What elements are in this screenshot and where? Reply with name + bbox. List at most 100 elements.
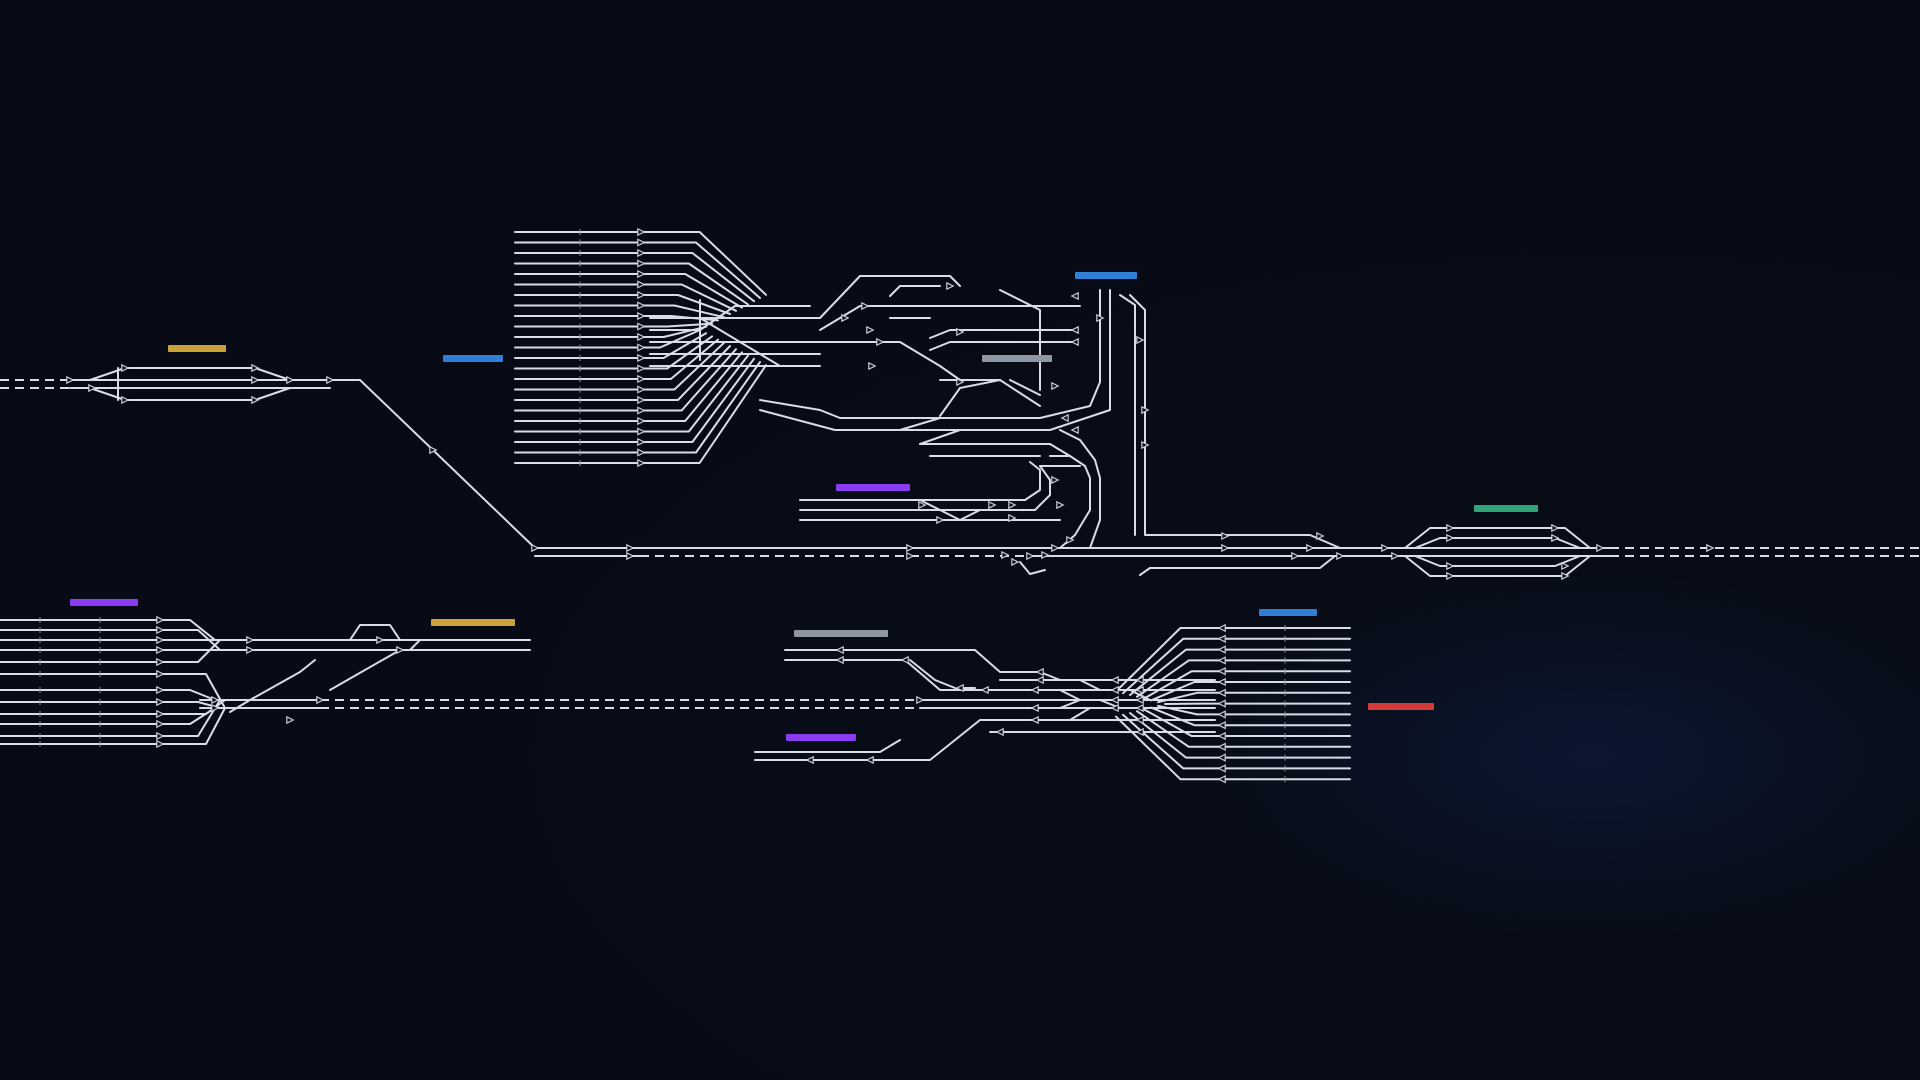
signal-icon[interactable]: [1041, 550, 1050, 560]
track-segment[interactable]: [639, 294, 731, 315]
southwest-links[interactable]: [199, 624, 920, 713]
signal-icon[interactable]: [66, 375, 75, 385]
signal-icon[interactable]: [637, 448, 646, 457]
signal-icon[interactable]: [1135, 727, 1144, 737]
signal-icon[interactable]: [876, 337, 885, 347]
track-segment[interactable]: [159, 639, 221, 663]
signal-icon[interactable]: [1066, 535, 1075, 545]
signal-icon[interactable]: [956, 327, 965, 337]
signal-icon[interactable]: [835, 645, 844, 655]
signal-icon[interactable]: [1306, 543, 1315, 553]
signal-icon[interactable]: [637, 301, 646, 310]
north-junction[interactable]: [649, 275, 1341, 549]
signal-icon[interactable]: [286, 375, 295, 385]
signal-icon[interactable]: [995, 727, 1004, 737]
signal-icon[interactable]: [835, 655, 844, 665]
signal-icon[interactable]: [1026, 551, 1035, 561]
signal-icon[interactable]: [637, 416, 646, 426]
signal-icon[interactable]: [956, 377, 965, 387]
signal-icon[interactable]: [1316, 531, 1325, 541]
signal-icon[interactable]: [211, 695, 220, 705]
signal-icon[interactable]: [1135, 703, 1144, 713]
signal-icon[interactable]: [865, 755, 874, 765]
track-segment[interactable]: [159, 707, 226, 745]
signal-icon[interactable]: [1217, 645, 1226, 654]
signal-icon[interactable]: [637, 406, 646, 415]
track-segment[interactable]: [639, 345, 731, 401]
signal-icon[interactable]: [1135, 715, 1144, 725]
zone-label-gold-west[interactable]: [168, 345, 226, 352]
signal-icon[interactable]: [637, 353, 646, 363]
signal-icon[interactable]: [980, 685, 989, 695]
signal-icon[interactable]: [1035, 675, 1044, 685]
signal-icon[interactable]: [637, 238, 646, 247]
signal-icon[interactable]: [1551, 533, 1560, 543]
signal-icon[interactable]: [1051, 543, 1060, 553]
signal-icon[interactable]: [1070, 425, 1079, 435]
signal-icon[interactable]: [955, 683, 964, 693]
track-segment[interactable]: [159, 707, 216, 725]
signal-icon[interactable]: [1110, 703, 1119, 713]
track-segment[interactable]: [639, 252, 755, 303]
signal-icon[interactable]: [1561, 571, 1570, 581]
track-segment[interactable]: [639, 273, 743, 309]
signal-icon[interactable]: [156, 739, 165, 749]
signal-icon[interactable]: [251, 363, 260, 373]
track-segment[interactable]: [639, 357, 755, 443]
signal-icon[interactable]: [637, 427, 646, 436]
signal-icon[interactable]: [1030, 685, 1039, 695]
track-segment[interactable]: [639, 231, 767, 296]
signal-icon[interactable]: [637, 311, 646, 321]
track-segment[interactable]: [639, 348, 737, 412]
track-segment[interactable]: [639, 329, 701, 349]
signal-icon[interactable]: [1011, 557, 1020, 567]
signal-icon[interactable]: [866, 325, 875, 335]
signal-icon[interactable]: [1291, 551, 1300, 561]
signal-icon[interactable]: [1008, 513, 1017, 523]
signal-icon[interactable]: [156, 731, 165, 741]
signal-icon[interactable]: [861, 301, 870, 311]
signal-icon[interactable]: [1096, 313, 1105, 323]
signal-icon[interactable]: [1135, 685, 1144, 695]
signal-icon[interactable]: [637, 458, 646, 468]
signal-icon[interactable]: [906, 543, 915, 553]
signal-icon[interactable]: [1070, 291, 1079, 301]
signal-icon[interactable]: [121, 363, 130, 373]
signal-icon[interactable]: [326, 375, 335, 385]
zone-label-blue-main[interactable]: [443, 355, 503, 362]
track-segment[interactable]: [639, 322, 713, 328]
signal-icon[interactable]: [936, 515, 945, 525]
signal-icon[interactable]: [1217, 656, 1226, 665]
signal-icon[interactable]: [626, 543, 635, 553]
signal-icon[interactable]: [246, 645, 255, 655]
track-segment[interactable]: [639, 241, 761, 299]
signal-icon[interactable]: [531, 543, 540, 553]
track-segment[interactable]: [639, 364, 767, 464]
signal-icon[interactable]: [1221, 543, 1230, 553]
signal-icon[interactable]: [1596, 543, 1605, 553]
track-segment[interactable]: [1136, 659, 1223, 698]
zone-label-blue-north[interactable]: [1075, 272, 1137, 279]
signal-icon[interactable]: [211, 703, 220, 713]
signal-icon[interactable]: [1217, 753, 1226, 762]
signal-icon[interactable]: [1446, 561, 1455, 571]
signal-icon[interactable]: [1217, 775, 1226, 784]
track-segment[interactable]: [1150, 681, 1223, 702]
signal-icon[interactable]: [1030, 703, 1039, 713]
south-terminus-fan[interactable]: [1115, 625, 1351, 783]
signal-icon[interactable]: [1217, 731, 1226, 741]
signal-icon[interactable]: [900, 655, 909, 665]
signal-icon[interactable]: [1381, 543, 1390, 553]
main-corridor[interactable]: [534, 527, 1920, 577]
south-junction[interactable]: [754, 649, 1216, 761]
signal-icon[interactable]: [1706, 543, 1715, 553]
signal-icon[interactable]: [1217, 677, 1226, 687]
signal-icon[interactable]: [637, 227, 646, 237]
signal-icon[interactable]: [1561, 561, 1570, 571]
track-segment[interactable]: [1150, 706, 1223, 727]
zone-label-grey-mid[interactable]: [982, 355, 1052, 362]
zone-label-purple-center[interactable]: [836, 484, 910, 491]
signal-icon[interactable]: [1070, 337, 1079, 347]
